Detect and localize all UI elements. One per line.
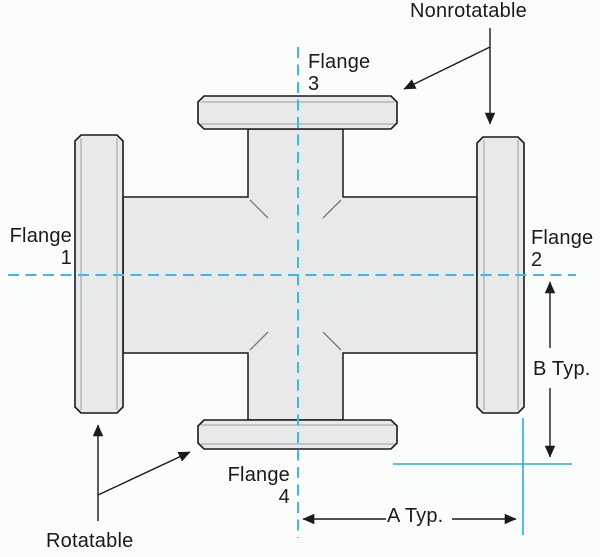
label-flange-1-word: Flange xyxy=(9,225,72,247)
callout-arrows xyxy=(92,28,496,521)
dimension-arrows xyxy=(302,281,556,525)
label-flange-4-number: 4 xyxy=(278,486,290,508)
label-dim-a: A Typ. xyxy=(387,505,444,527)
label-flange-4: Flange 4 xyxy=(210,464,290,508)
label-flange-1: Flange 1 xyxy=(2,225,72,269)
rotatable-arrow-to-flange4 xyxy=(97,451,191,496)
label-flange-2: Flange 2 xyxy=(531,227,593,271)
label-flange-1-number: 1 xyxy=(60,247,72,269)
label-flange-3: Flange 3 xyxy=(308,51,370,95)
centerlines xyxy=(8,47,576,538)
nonrotatable-arrow-to-flange3 xyxy=(403,46,491,90)
label-flange-3-word: Flange xyxy=(308,51,371,73)
label-flange-4-word: Flange xyxy=(227,464,290,486)
extension-lines xyxy=(393,418,572,535)
label-flange-3-number: 3 xyxy=(308,73,320,95)
label-rotatable: Rotatable xyxy=(46,530,134,552)
label-dim-b: B Typ. xyxy=(533,358,591,380)
label-flange-2-number: 2 xyxy=(531,249,543,271)
label-flange-2-word: Flange xyxy=(531,227,594,249)
inner-corner-ticks xyxy=(249,199,342,351)
label-nonrotatable: Nonrotatable xyxy=(410,0,527,22)
